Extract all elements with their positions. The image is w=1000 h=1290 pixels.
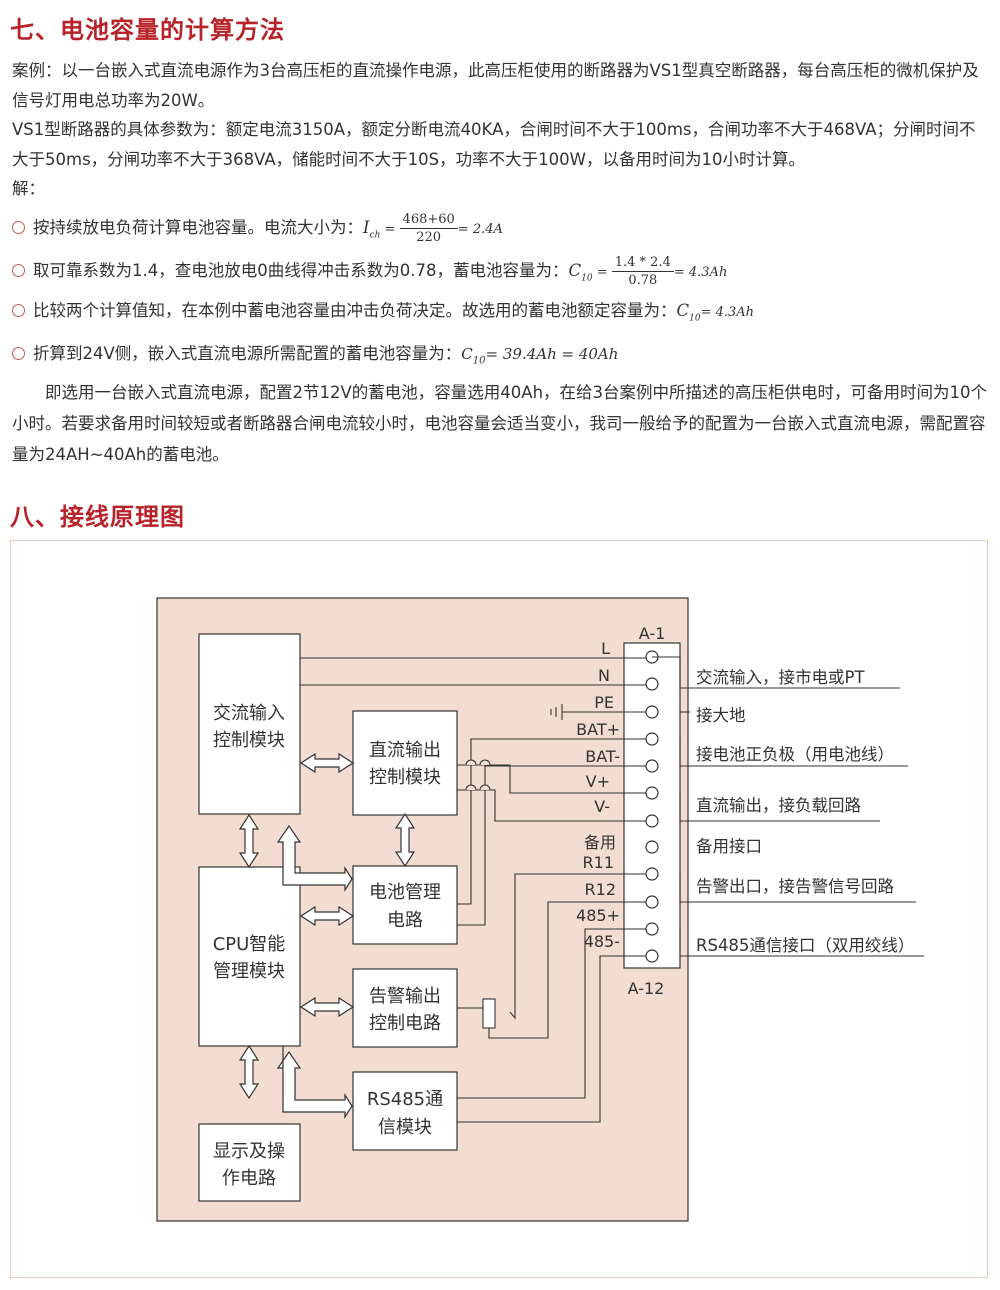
step-text: 折算到24V侧，嵌入式直流电源所需配置的蓄电池容量为： (33, 344, 462, 363)
fraction-denominator: 0.78 (628, 273, 658, 288)
step-text: 比较两个计算值知，在本例中蓄电池容量由冲击负荷决定。故选用的蓄电池额定容量为： (33, 301, 677, 320)
step-text: 取可靠系数为1.4，查电池放电0曲线得冲击系数为0.78，蓄电池容量为： (33, 261, 569, 280)
calc-step-2: 取可靠系数为1.4，查电池放电0曲线得冲击系数为0.78，蓄电池容量为：C10 … (12, 254, 727, 290)
case-paragraph: 案例：以一台嵌入式直流电源作为3台高压柜的直流操作电源，此高压柜使用的断路器为V… (12, 61, 979, 110)
formula-sub: 10 (689, 313, 701, 324)
formula-result: = 4.3Ah (700, 305, 755, 320)
formula-result: = 4.3Ah (673, 265, 728, 280)
fraction-numerator: 1.4 * 2.4 (611, 254, 674, 272)
equals-sign: = (380, 222, 400, 237)
formula-lhs: C (676, 301, 690, 320)
formula-result: = 39.4Ah = 40Ah (485, 345, 619, 363)
formula-lhs: C (461, 345, 473, 363)
diagram-frame (10, 540, 988, 1278)
equals-sign: = (592, 265, 612, 280)
fraction-denominator: 220 (416, 230, 442, 245)
fraction-numerator: 468+60 (399, 211, 458, 229)
step-text: 按持续放电负荷计算电池容量。电流大小为： (33, 218, 363, 237)
calc-step-4: 折算到24V侧，嵌入式直流电源所需配置的蓄电池容量为：C10= 39.4Ah =… (12, 342, 618, 373)
conclusion-paragraph: 即选用一台嵌入式直流电源，配置2节12V的蓄电池，容量选用40Ah，在给3台案例… (12, 383, 988, 464)
formula-lhs: C (568, 261, 582, 280)
circle-bullet-icon (12, 221, 25, 234)
formula-lhs: I (363, 218, 370, 237)
section-title-battery-capacity: 七、电池容量的计算方法 (10, 16, 285, 44)
circle-bullet-icon (12, 264, 25, 277)
calc-step-3: 比较两个计算值知，在本例中蓄电池容量由冲击负荷决定。故选用的蓄电池额定容量为：C… (12, 299, 754, 330)
circle-bullet-icon (12, 304, 25, 317)
params-paragraph: VS1型断路器的具体参数为：额定电流3150A，额定分断电流40KA，合闸时间不… (12, 120, 976, 169)
formula-sub: ch (369, 230, 381, 241)
circle-bullet-icon (12, 347, 25, 360)
formula-result: = 2.4A (457, 222, 503, 237)
formula-sub: 10 (472, 355, 486, 367)
formula-sub: 10 (581, 273, 593, 284)
section-title-wiring-diagram: 八、接线原理图 (10, 503, 185, 531)
solve-label: 解： (12, 179, 45, 198)
